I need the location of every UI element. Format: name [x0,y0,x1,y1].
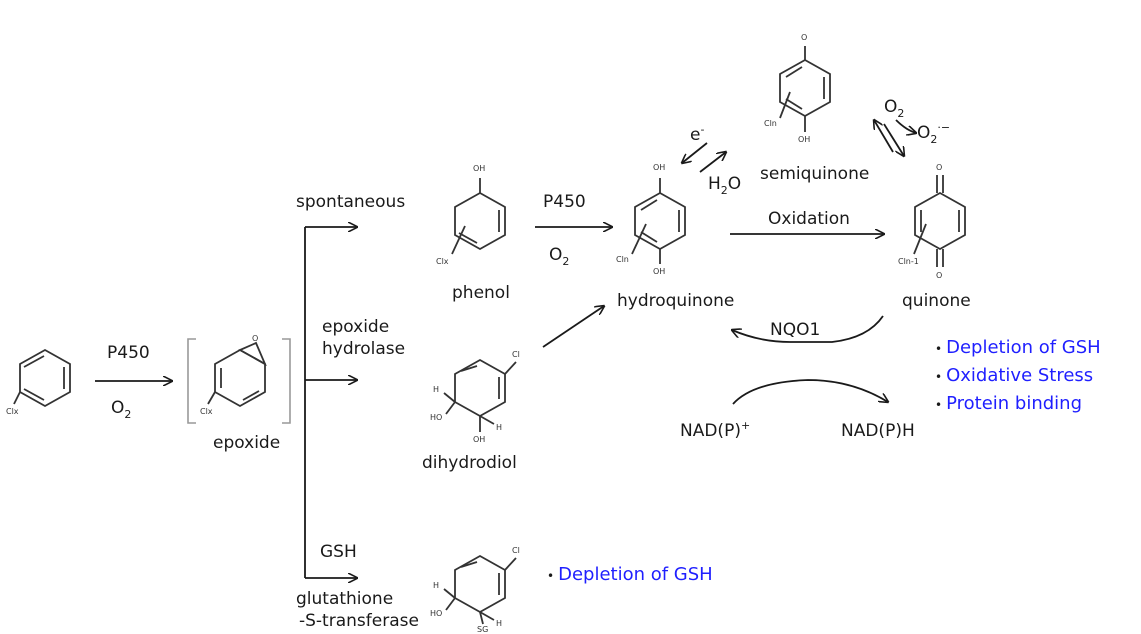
nadph-label: NAD(P)H [841,421,915,441]
cl-label: Clx [6,407,19,416]
hydroquinone-structure: OH OH Cln [616,163,686,276]
cl-label: Cl [512,350,520,359]
cl-label: Cln-1 [898,257,919,266]
arrow-dihydrodiol-to-hydroquinone [542,306,604,348]
semiquinone-label: semiquinone [760,164,869,184]
oh-label: OH [473,435,485,444]
quinone-effects-list: •Depletion of GSH •Oxidative Stress •Pro… [935,337,1101,414]
nqo1-label: NQO1 [770,320,820,340]
effect-item: •Depletion of GSH [935,337,1101,358]
h-label: H [433,581,439,590]
water-label: H2O [708,174,741,197]
epoxide-label: epoxide [213,433,280,453]
oxidation-label: Oxidation [768,209,850,229]
cl-label: Cln [764,119,777,128]
sg-label: SG [477,625,488,634]
epoxide-hydrolase-label-2: hydrolase [322,339,405,359]
oh-label: OH [653,267,665,276]
gst-label-1: glutathione [296,589,393,609]
phenol-structure: OH Clx [436,164,506,266]
benzene-structure: Clx [6,348,71,416]
quinone-structure: O O Cln-1 [898,163,966,280]
quinone-label: quinone [902,291,971,311]
phenol-label: phenol [452,283,510,303]
oh-label: OH [653,163,665,172]
equilibrium-arrows-left [682,142,726,173]
semiquinone-structure: O OH Cln [764,33,831,144]
h-label: H [496,619,502,628]
superoxide-label: O2·− [917,121,950,146]
hydroquinone-label: hydroquinone [617,291,734,311]
epoxide-oxygen-label: O [252,334,258,343]
effect-item: •Oxidative Stress [935,365,1093,386]
ho-label: HO [430,413,442,422]
p450-label: P450 [107,343,150,363]
dihydrodiol-structure: Cl H HO OH H [430,350,520,444]
electron-label: e- [690,123,704,145]
effect-gsh-conjugate-item: •Depletion of GSH [547,564,713,585]
o-radical-label: O [801,33,807,42]
cl-label: Cl [512,546,520,555]
dihydrodiol-label: dihydrodiol [422,453,517,473]
arrow-nadp-to-nadph [732,379,888,405]
cl-label: Clx [200,407,213,416]
epoxide-hydrolase-label-1: epoxide [322,317,389,337]
equilibrium-arrows-right [874,120,916,156]
o2-top-label: O2 [884,97,904,120]
cl-label: Cln [616,255,629,264]
oh-label: OH [798,135,810,144]
o2-label-2: O2 [549,245,569,268]
cl-label: Clx [436,257,449,266]
gsh-conjugate-structure: Cl H HO SG H [430,546,520,634]
gsh-label: GSH [320,542,357,562]
spontaneous-label: spontaneous [296,192,405,212]
nadp-plus-label: NAD(P)+ [680,419,750,441]
h-label: H [433,385,439,394]
effect-item: •Protein binding [935,393,1082,414]
oh-label: OH [473,164,485,173]
gst-label-2: -S-transferase [299,611,419,631]
p450-label-2: P450 [543,192,586,212]
h-label: H [496,423,502,432]
o2-label: O2 [111,398,131,421]
epoxide-structure: O Clx [187,334,291,424]
arrow-nqo1-reduction [732,315,884,343]
o-label: O [936,271,942,280]
branch-arrows [304,227,357,578]
ho-label: HO [430,609,442,618]
o-label: O [936,163,942,172]
